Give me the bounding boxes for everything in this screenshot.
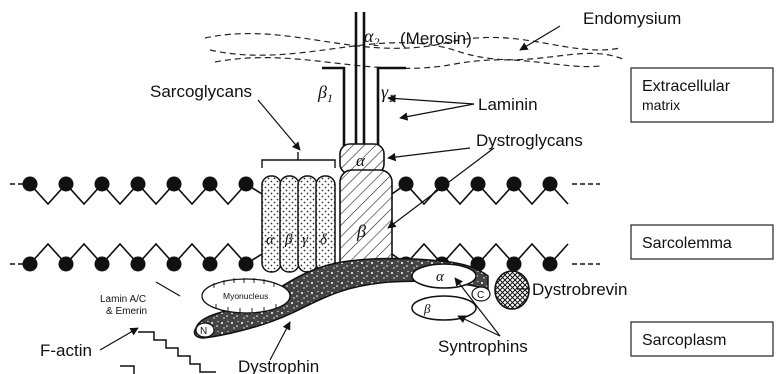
region-extracellular-line1: Extracellular (642, 78, 731, 95)
label-n-terminus: N (200, 326, 207, 337)
label-dg-alpha: α (356, 151, 366, 170)
label-sarcoglycans: Sarcoglycans (150, 82, 252, 101)
region-sarcoplasm: Sarcoplasm (631, 322, 773, 356)
label-emerin: & Emerin (106, 306, 147, 317)
region-sarcolemma: Sarcolemma (631, 225, 773, 259)
sarcoglycan-alpha (262, 176, 281, 272)
f-actin-filament-lower (120, 366, 134, 374)
label-beta1: β1 (317, 82, 333, 105)
syntrophin-alpha (412, 264, 476, 288)
sarcoglycan-beta (280, 176, 299, 272)
sarcoglycan-complex (262, 176, 335, 272)
label-syn-alpha: α (436, 269, 445, 285)
label-dystrophin: Dystrophin (238, 357, 319, 374)
label-endomysium: Endomysium (583, 9, 681, 28)
label-c-terminus: C (477, 290, 484, 301)
label-gamma1: γ1 (381, 82, 394, 105)
label-lamin: Lamin A/C (100, 294, 146, 305)
label-sg-alpha: α (266, 232, 275, 248)
sarcoglycan-delta (316, 176, 335, 272)
region-sarcoplasm-label: Sarcoplasm (642, 332, 726, 349)
label-merosin: (Merosin) (400, 29, 472, 48)
label-syntrophins: Syntrophins (438, 337, 528, 356)
label-f-actin: F-actin (40, 341, 92, 360)
syntrophin-beta (412, 296, 476, 320)
region-extracellular-line2: matrix (642, 97, 680, 113)
label-laminin: Laminin (478, 95, 538, 114)
label-syn-beta: β (423, 301, 431, 316)
label-dg-beta: β (356, 221, 366, 241)
dystrobrevin (495, 271, 529, 309)
label-sg-delta: δ (320, 232, 328, 248)
region-extracellular: Extracellular matrix (631, 68, 773, 122)
label-dystrobrevin: Dystrobrevin (532, 280, 627, 299)
label-myonucleus: Myonucleus (223, 291, 268, 301)
label-alpha2: α2 (364, 26, 379, 49)
region-sarcolemma-label: Sarcolemma (642, 235, 732, 252)
sarcoglycans-bracket (262, 152, 335, 168)
sarcoglycan-gamma (298, 176, 317, 272)
label-sg-beta: β (284, 232, 293, 248)
label-dystroglycans: Dystroglycans (476, 131, 583, 150)
